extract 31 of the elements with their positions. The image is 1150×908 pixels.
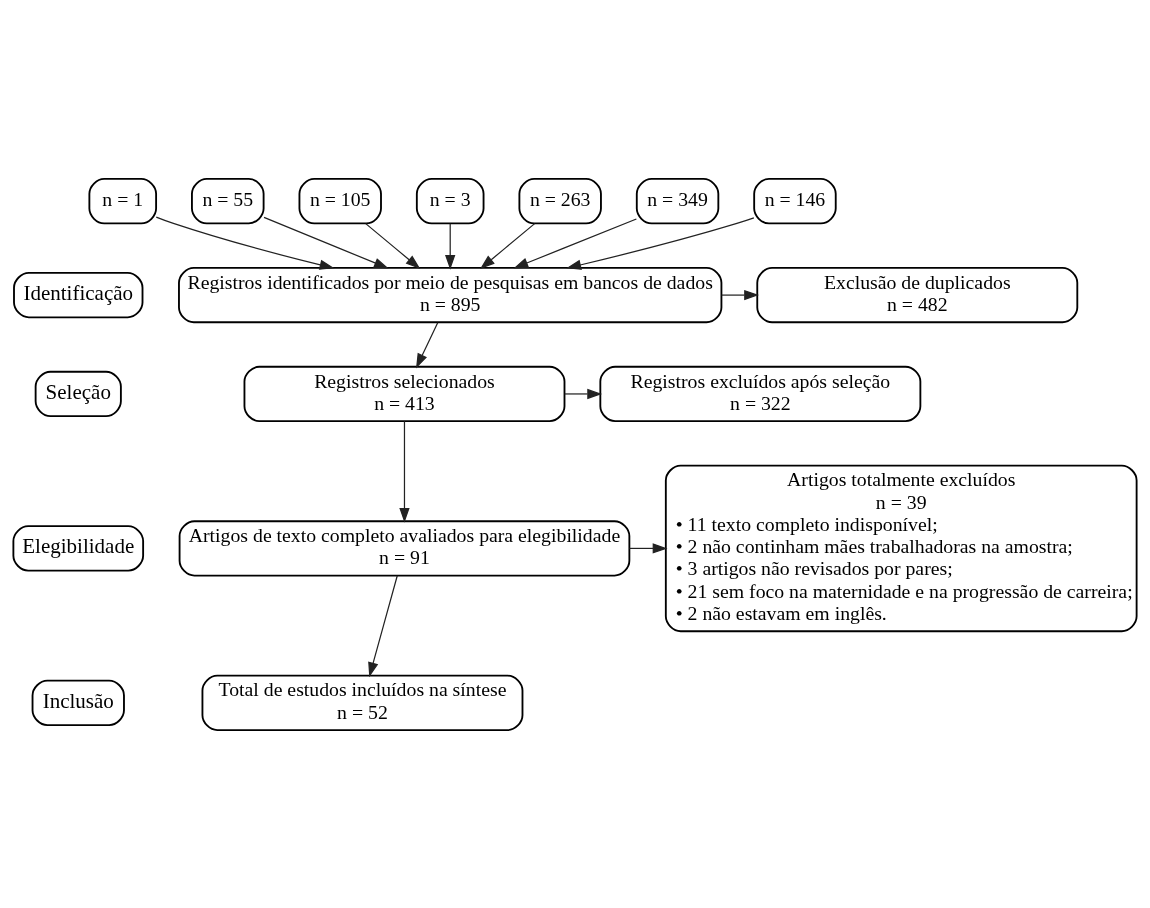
arrow bbox=[513, 217, 637, 268]
node-box: Artigos de texto completo avaliados para elegibilidade n = 91 bbox=[178, 519, 631, 577]
arrow bbox=[155, 216, 335, 270]
arrow bbox=[566, 216, 755, 270]
arrow bbox=[564, 388, 603, 399]
node-box: n = 146 bbox=[753, 177, 837, 224]
node-box: n = 105 bbox=[298, 177, 382, 224]
arrow bbox=[365, 222, 421, 269]
node-box: Registros selecionados n = 413 bbox=[243, 365, 566, 422]
arrow bbox=[263, 216, 389, 269]
arrow bbox=[480, 222, 536, 269]
node-box: n = 263 bbox=[518, 177, 602, 224]
arrow bbox=[721, 289, 759, 300]
node-box: Identificação bbox=[13, 271, 144, 318]
arrow bbox=[399, 420, 410, 523]
arrow bbox=[628, 542, 668, 554]
node-box: Total de estudos incluídos na síntese n = 52 bbox=[201, 674, 524, 731]
node-box: Seleção bbox=[34, 370, 122, 417]
node-box: n = 1 bbox=[88, 177, 158, 224]
node-box: n = 55 bbox=[191, 177, 265, 224]
node-box: Artigos totalmente excluídos n = 39 • 11 texto completo indisponível; • 2 não continham mães trabalhadoras na amostra; • 3 artigos não revisados por pares; • 21 sem foco na maternidade e na progressão de carreira; • 2 não estavam em inglês. bbox=[664, 464, 1138, 632]
node-box: Registros identificados por meio de pesquisas em bancos de dados n = 895 bbox=[178, 266, 723, 323]
arrow bbox=[416, 321, 439, 368]
node-box: n = 349 bbox=[635, 177, 720, 224]
node-box: Exclusão de duplicados n = 482 bbox=[756, 266, 1079, 323]
arrow bbox=[445, 222, 456, 270]
node-box: Elegibilidade bbox=[12, 524, 145, 572]
arrow bbox=[368, 574, 398, 677]
node-box: n = 3 bbox=[415, 177, 485, 224]
node-box: Inclusão bbox=[31, 679, 125, 726]
node-box: Registros excluídos após seleção n = 322 bbox=[599, 365, 922, 422]
